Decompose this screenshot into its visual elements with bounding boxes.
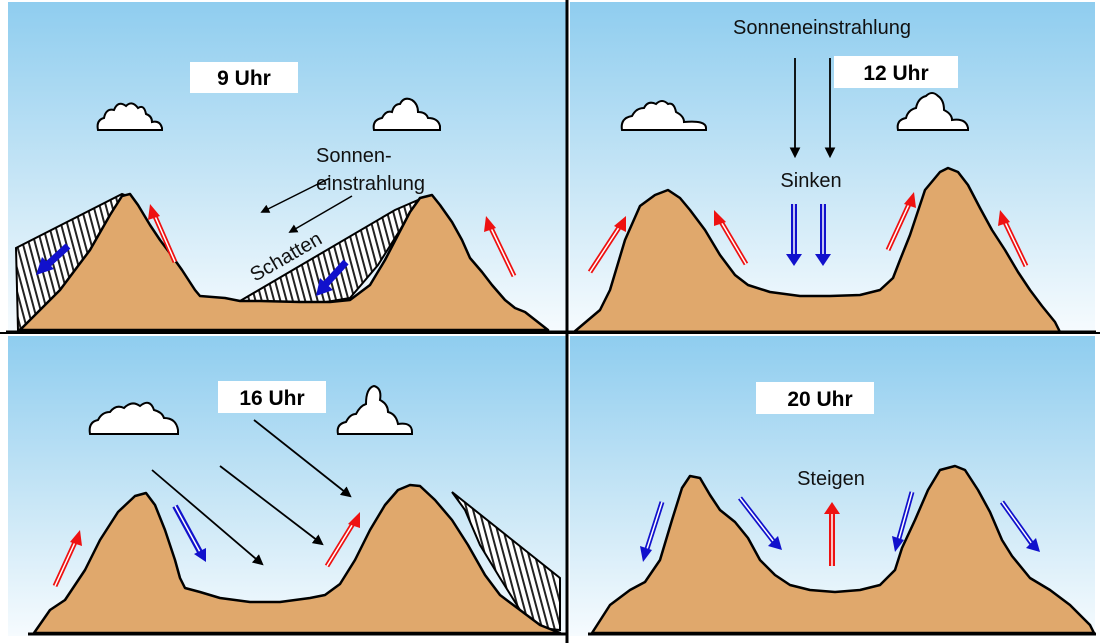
time-label-box [190,62,298,93]
cold-air-arrow [316,259,349,296]
cold-air-arrow [640,501,665,562]
cold-air-arrow [786,204,802,266]
mountains [590,464,1096,635]
time-label: 12 Uhr [863,62,928,85]
warm-air-arrow [714,210,749,266]
warm-air-arrow [324,512,360,568]
warm-air-arrow [587,216,626,274]
cold-air-arrow [738,496,782,550]
cold-air-arrow [999,500,1040,552]
sun-ray-arrow [260,177,331,213]
time-label: 9 Uhr [217,67,271,90]
warm-air-arrow [824,502,840,566]
cold-air-arrow [815,204,831,266]
time-label-box [834,56,958,88]
cloud-icon [896,92,969,131]
cold-air-arrow [36,243,71,275]
sun-label-line2: einstrahlung [316,173,425,195]
warm-air-arrow [885,192,916,252]
time-label-box [218,381,326,413]
cloud-icon [96,102,163,131]
cloud-icon [88,401,179,435]
sun-ray-arrow [288,195,353,233]
warm-air-arrow [148,204,178,264]
cloud-icon [372,97,441,131]
mountains [18,192,550,332]
warm-air-arrow [484,216,517,278]
cloud-icon [336,384,413,435]
cloud-icon [620,100,707,131]
warm-air-arrow [52,530,82,588]
mountains [572,166,1062,334]
air-label: Steigen [797,468,865,490]
sun-label: Sonneneinstrahlung [733,17,911,39]
sun-ray-arrow [219,465,324,546]
panel-16-uhr: 16 Uhr [28,381,566,636]
panel-20-uhr: 20 Uhr Steigen [588,382,1096,636]
cold-air-arrow [172,504,206,562]
panel-9-uhr: 9 Uhr Sonnen- einstrahlung Schatten [6,62,566,334]
time-label-box [756,382,874,414]
air-label: Sinken [780,170,841,192]
sun-label-line1: Sonnen- [316,145,392,167]
warm-air-arrow [998,210,1029,268]
sun-ray-arrow [253,419,352,498]
time-label: 20 Uhr [787,388,852,411]
mountains [32,483,562,635]
sun-ray-arrow [151,469,264,566]
time-label: 16 Uhr [239,387,304,410]
cold-air-arrow [892,491,915,552]
